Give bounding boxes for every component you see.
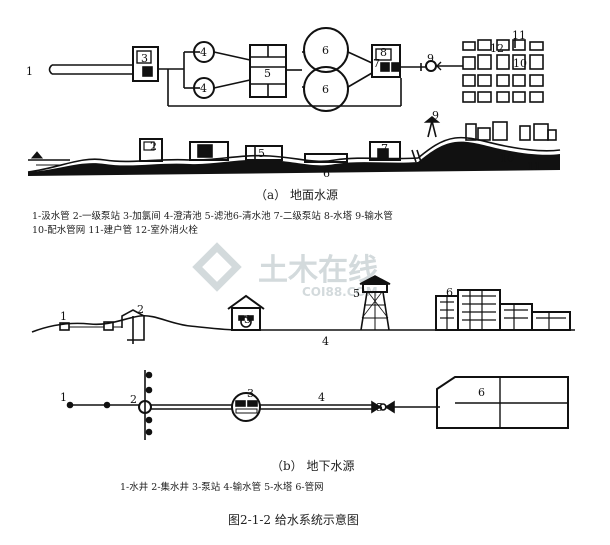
label-water-tower: 8 [380, 46, 387, 59]
plan-label-pump: 3 [247, 387, 254, 400]
clear-water-tank-a [303, 27, 349, 73]
surface-water-profile [27, 115, 561, 176]
plan-label-pipe: 4 [318, 391, 325, 404]
legend-surface-line1: 1-汲水管 2-一级泵站 3-加氯间 4-澄清池 5-滤池6-清水池 7-二级泵… [32, 210, 393, 222]
label-profile-6: 6 [323, 167, 330, 180]
label-tank-a: 6 [322, 44, 329, 57]
label-profile-9: 9 [432, 109, 439, 122]
city-distribution-grid [462, 38, 544, 103]
label-collecting-well: 2 [137, 303, 144, 316]
plan-label-collecting-well: 2 [130, 393, 137, 406]
label-profile-5: 5 [258, 147, 265, 160]
label-transmission-pipe: 9 [427, 52, 434, 65]
caption-underground: （b） 地下水源 [271, 459, 355, 473]
first-pump-station [132, 46, 159, 82]
label-distribution-network: 10 [513, 57, 527, 70]
label-profile-11: 11 [527, 160, 541, 173]
city-buildings [435, 289, 571, 331]
watermark-text-cn: 土木在线 [258, 253, 378, 288]
figure-caption: 图2-1-2 给水系统示意图 [228, 512, 359, 527]
label-profile-10: 10 [500, 152, 514, 165]
collecting-well-plan [138, 400, 152, 414]
underground-plan [66, 370, 569, 440]
label-pump-station: 3 [244, 313, 251, 326]
label-tank-b: 6 [322, 83, 329, 96]
surface-labels: 1 3 4 4 5 6 6 8 7 9 12 11 10 2 4 5 7 6 9… [26, 29, 541, 180]
label-transmission: 4 [322, 335, 329, 348]
surface-water-plan [48, 27, 544, 112]
label-clarifier-b: 4 [200, 82, 207, 95]
label-service-pipe: 11 [512, 29, 526, 42]
underground-profile [31, 275, 575, 344]
water-tower-icon [359, 275, 391, 331]
legend-underground: 1-水井 2-集水井 3-泵站 4-输水管 5-水塔 6-管网 [120, 481, 324, 493]
watermark: 土木在线 COI88.COM [192, 242, 378, 299]
label-network: 6 [446, 286, 453, 299]
underground-plan-labels: 1 2 3 4 5 6 [60, 386, 485, 414]
label-clarifier-a: 4 [200, 46, 207, 59]
label-profile-7: 7 [381, 142, 388, 155]
watermark-logo-icon [192, 242, 242, 292]
label-hydrant: 12 [490, 42, 504, 55]
plan-label-tower: 5 [376, 401, 383, 414]
clear-water-tank-b [303, 66, 349, 112]
second-pump-station [371, 44, 401, 78]
label-chlorination: 3 [141, 52, 148, 65]
label-second-pump: 7 [373, 57, 380, 70]
label-water-tower: 5 [353, 287, 360, 300]
pump-station-plan [231, 392, 261, 422]
pump-house [231, 307, 261, 331]
label-intake-pipe: 1 [26, 65, 33, 78]
ground-line [31, 314, 575, 333]
label-filter: 5 [264, 67, 271, 80]
label-profile-4: 4 [206, 143, 213, 156]
legend-surface-line2: 10-配水管网 11-建户管 12-室外消火栓 [32, 224, 198, 236]
underground-labels: 1 2 3 5 6 4 [60, 286, 453, 348]
label-well: 1 [60, 310, 67, 323]
label-profile-2: 2 [150, 140, 157, 153]
caption-surface: （a） 地面水源 [255, 188, 338, 202]
plan-label-network: 6 [478, 386, 485, 399]
watermark-text-en: COI88.COM [302, 285, 378, 299]
plan-label-well: 1 [60, 391, 67, 404]
